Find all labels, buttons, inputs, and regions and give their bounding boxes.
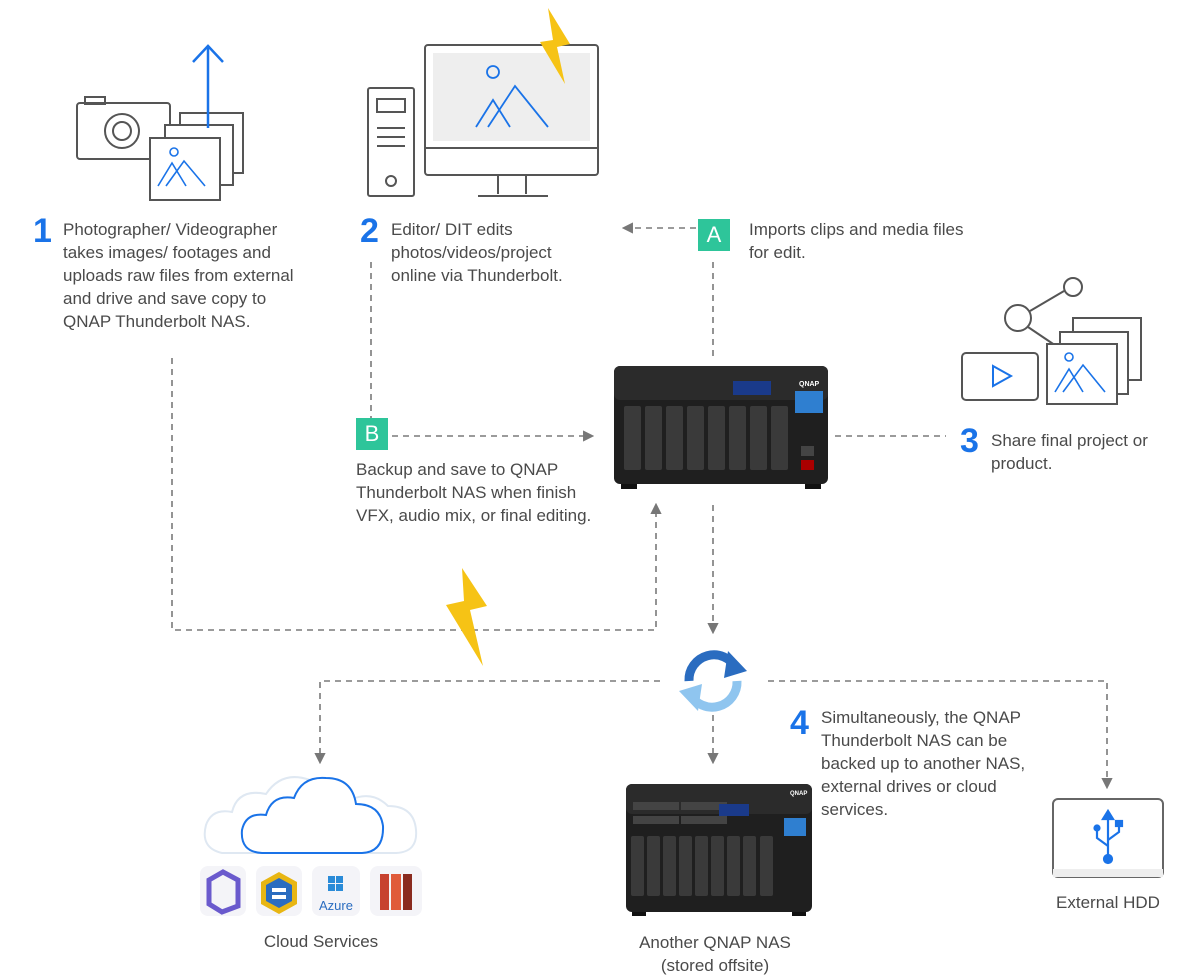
azure-devops-icon [200, 866, 246, 916]
step-4-text: Simultaneously, the QNAP Thunderbolt NAS… [821, 708, 1026, 819]
share-image-icon [1054, 352, 1106, 393]
share-icon [961, 277, 1142, 405]
badge-b-text: Backup and save to QNAP Thunderbolt NAS … [356, 460, 592, 525]
badge-a-text: Imports clips and media files for edit. [749, 220, 964, 262]
computer-tower-icon [367, 87, 415, 197]
usb-icon [1093, 808, 1124, 865]
amazon-s3-icon [370, 866, 422, 916]
upload-arrow-icon [192, 44, 224, 128]
step-1-number: 1 [33, 212, 52, 250]
thunderbolt-lightning-icon [446, 568, 487, 666]
image-icon [157, 147, 206, 187]
offsite-nas-device: QNAP [626, 784, 812, 916]
badge-b: B [356, 418, 388, 450]
nas-logo: QNAP [799, 381, 820, 388]
step-2-number: 2 [360, 212, 379, 250]
camera-icon [76, 96, 244, 201]
step-3-number: 3 [960, 422, 979, 460]
play-icon [992, 364, 1014, 388]
cloud-front-icon [240, 776, 385, 854]
offsite-nas-logo: QNAP [790, 791, 807, 797]
lightning-bolt-icon [540, 8, 570, 84]
monitor-image-icon [475, 65, 549, 128]
offsite-nas-caption-line2: (stored offsite) [660, 956, 770, 975]
azure-icon: Azure [312, 866, 360, 916]
cloud-services-caption: Cloud Services [263, 932, 379, 951]
step-3-text: Share final project or product. [991, 431, 1148, 473]
step-4-number: 4 [790, 704, 809, 742]
offsite-nas-caption-line1: Another QNAP NAS [639, 933, 791, 952]
step-1-text: Photographer/ Videographer takes images/… [63, 220, 294, 331]
monitor-icon [424, 44, 599, 197]
step-2-text: Editor/ DIT edits photos/videos/project … [391, 220, 563, 285]
sync-icon [679, 650, 747, 712]
badge-a: A [698, 219, 730, 251]
thunderbolt-nas-device: QNAP [614, 366, 828, 489]
azure-label: Azure [319, 898, 353, 913]
external-hdd-caption: External HDD [1056, 893, 1160, 912]
connector-lines [171, 222, 1113, 790]
google-cloud-storage-icon [256, 866, 302, 916]
